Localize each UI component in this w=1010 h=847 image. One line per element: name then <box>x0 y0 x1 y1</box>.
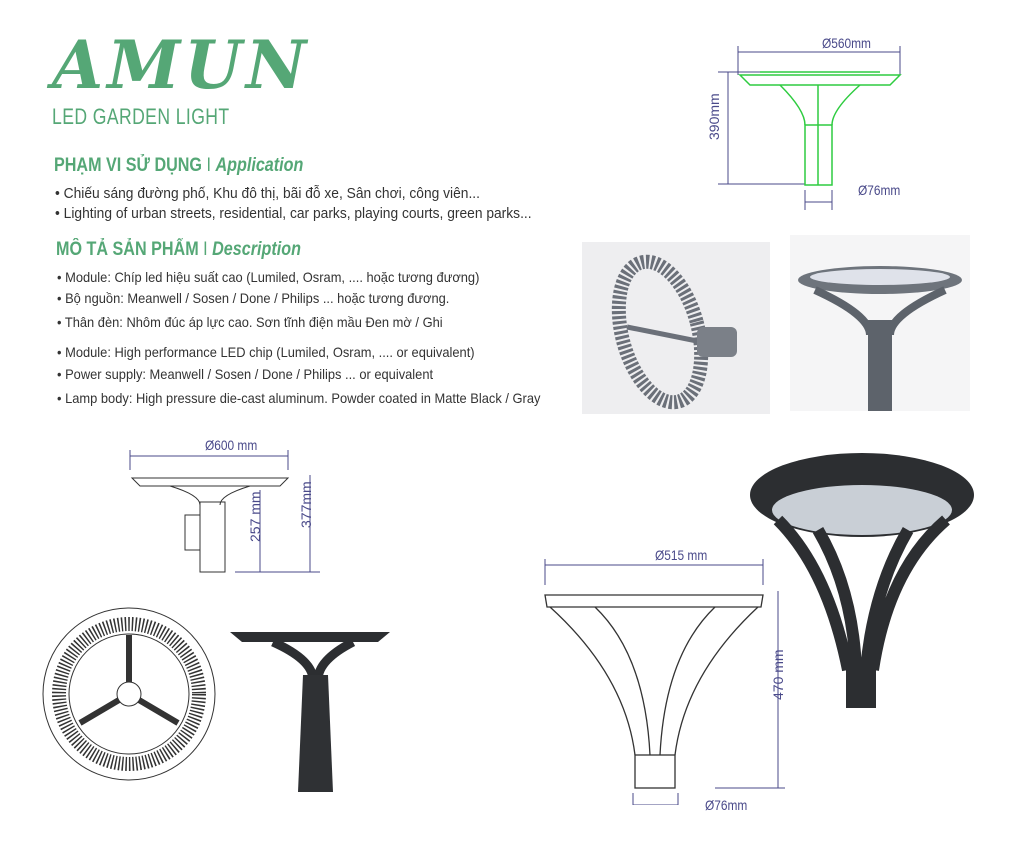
heading-en: Application <box>215 155 304 176</box>
brand-logo: AMUN <box>52 26 311 104</box>
dim-width-1: Ø560mm <box>822 35 871 51</box>
product-photo-gray-angle <box>582 242 770 414</box>
product-photo-black-front <box>750 453 974 708</box>
description-heading: MÔ TẢ SẢN PHẨM I Description <box>56 239 301 261</box>
dimension-drawing-3 <box>544 559 785 805</box>
description-bullet: • Module: Chíp led hiệu suất cao (Lumile… <box>57 269 480 285</box>
dim-height-1: 390mm <box>706 93 722 140</box>
dim-height-2: 377mm <box>298 481 314 528</box>
heading-en: Description <box>212 239 301 260</box>
dimension-drawing-1 <box>718 46 902 210</box>
dim-inner-2: 257 mm <box>247 491 263 542</box>
application-bullet: • Lighting of urban streets, residential… <box>55 205 532 222</box>
heading-sep: I <box>206 155 211 176</box>
dim-base-1: Ø76mm <box>858 182 901 198</box>
dimension-drawing-2 <box>129 450 320 573</box>
description-bullet: • Power supply: Meanwell / Sosen / Done … <box>57 366 434 382</box>
description-bullet: • Bộ nguồn: Meanwell / Sosen / Done / Ph… <box>57 290 450 306</box>
application-bullet: • Chiếu sáng đường phố, Khu đô thị, bãi … <box>55 185 480 202</box>
dim-width-3: Ø515 mm <box>655 547 708 563</box>
product-photo-gray-front <box>790 235 970 411</box>
description-bullet: • Module: High performance LED chip (Lum… <box>57 344 475 360</box>
description-bullet: • Lamp body: High pressure die-cast alum… <box>57 390 541 406</box>
dim-width-2: Ø600 mm <box>205 437 258 453</box>
description-bullet: • Thân đèn: Nhôm đúc áp lực cao. Sơn tĩn… <box>57 314 443 330</box>
heading-sep: I <box>203 239 208 260</box>
bottom-view-drawing <box>42 607 216 781</box>
heading-vi: PHẠM VI SỬ DỤNG <box>54 155 202 176</box>
dim-base-3: Ø76mm <box>705 797 748 813</box>
brand-subtitle: LED GARDEN LIGHT <box>52 104 230 129</box>
application-heading: PHẠM VI SỬ DỤNG I Application <box>54 155 303 177</box>
heading-vi: MÔ TẢ SẢN PHẨM <box>56 239 199 260</box>
product-photo-black-side <box>230 632 390 792</box>
